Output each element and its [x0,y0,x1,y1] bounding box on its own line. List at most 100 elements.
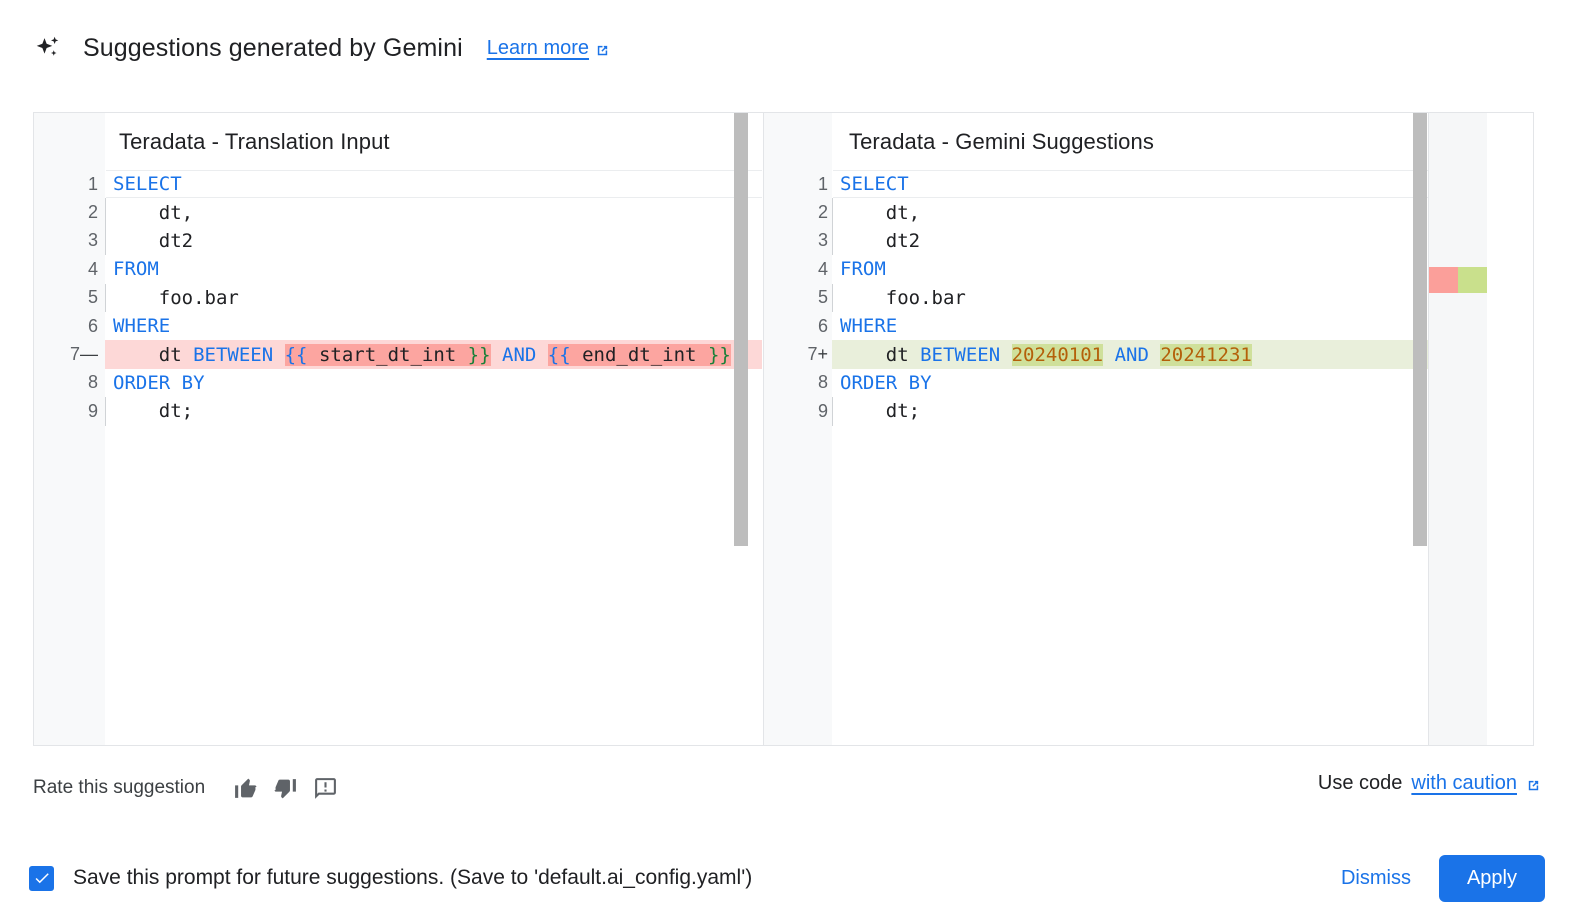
code-token: 20241231 [1160,343,1252,366]
code-line[interactable]: 3 dt2 [764,226,1487,256]
left-vertical-scrollbar[interactable] [734,113,748,546]
learn-more-link[interactable]: Learn more [487,37,610,60]
code-token [273,344,284,366]
apply-button[interactable]: Apply [1438,854,1545,902]
line-text: FROM [105,255,762,283]
right-vertical-scrollbar[interactable] [1413,113,1427,546]
line-text: SELECT [105,170,762,199]
line-text: foo.bar [832,283,1487,312]
code-line[interactable]: 5 foo.bar [764,283,1487,312]
line-number: 6 [817,315,828,336]
code-token: dt [113,343,194,366]
diff-sign: — [80,344,98,365]
code-line[interactable]: 1 SELECT [34,170,762,199]
line-number: 5 [817,287,828,308]
thumb-down-icon[interactable] [267,770,303,806]
code-line[interactable]: 2 dt, [34,198,762,227]
code-line[interactable]: 9 dt; [764,397,1487,426]
line-text: ORDER BY [832,369,1487,397]
code-token: ORDER BY [840,371,932,394]
code-line[interactable]: 2 dt, [764,198,1487,227]
line-number: 3 [817,230,828,251]
line-text: dt2 [105,226,762,256]
use-code-prefix: Use code [1317,772,1403,794]
code-token: end_dt_int [570,343,708,366]
code-token: 20240101 [1011,343,1104,366]
rate-label: Rate this suggestion [33,777,206,798]
right-pane-title: Teradata - Gemini Suggestions [849,128,1154,154]
ruler-mark-inserted [1458,267,1487,293]
code-line[interactable]: 9 dt; [34,397,762,426]
rate-suggestion-row: Rate this suggestion [33,768,347,808]
code-line[interactable]: 5 foo.bar [34,283,762,312]
code-token: SELECT [840,173,909,196]
code-token: start_dt_int [307,343,468,366]
line-number: 3 [87,230,98,251]
code-token [491,344,502,366]
line-number: 4 [817,258,828,279]
line-number: 9 [817,400,828,421]
code-line[interactable]: 6 WHERE [764,312,1487,340]
line-number: 7— [69,344,98,365]
line-number: 1 [87,173,98,194]
line-text: dt; [832,397,1487,426]
code-token: }} [707,343,731,366]
line-text: dt, [832,198,1487,227]
line-text: dt; [105,397,762,426]
line-text: ORDER BY [105,369,762,397]
line-text: dt, [105,198,762,227]
code-token [1103,344,1114,366]
diff-overview-ruler[interactable] [1428,113,1487,745]
with-caution-link[interactable]: with caution [1411,772,1517,794]
dismiss-button[interactable]: Dismiss [1319,857,1433,900]
use-code-notice: Use code with caution [1318,772,1541,795]
thumb-up-icon[interactable] [227,770,263,806]
code-token: BETWEEN [193,343,274,366]
report-feedback-icon[interactable] [307,770,343,806]
external-link-icon [1526,776,1541,791]
code-line[interactable]: 3 dt2 [34,226,762,256]
save-prompt-checkbox[interactable] [29,865,54,891]
line-number: 1 [817,173,828,194]
panel-header: Suggestions generated by Gemini Learn mo… [33,26,610,70]
code-line[interactable]: 1 SELECT [764,170,1487,199]
line-text: WHERE [832,312,1487,340]
ruler-mark-deleted [1429,267,1458,293]
code-token: }} [467,343,491,366]
line-number: 7+ [807,344,828,365]
code-token: AND [1114,343,1149,366]
code-token: WHERE [840,315,898,338]
code-line[interactable]: 7— dt BETWEEN {{ start_dt_int }} AND {{ … [34,340,762,369]
code-line[interactable]: 7+ dt BETWEEN 20240101 AND 20241231 [764,340,1487,369]
code-token [536,344,547,366]
line-number: 6 [87,315,98,336]
code-token: SELECT [113,173,182,196]
page-title: Suggestions generated by Gemini [83,33,463,62]
code-token: FROM [113,258,159,281]
external-link-icon [595,41,610,56]
code-token: foo.bar [840,286,966,309]
code-token [1000,344,1011,366]
bottom-action-bar: Save this prompt for future suggestions.… [0,838,1574,918]
code-token: dt2 [840,229,921,252]
line-text: SELECT [832,170,1487,199]
code-token: foo.bar [113,286,239,309]
line-text: foo.bar [105,283,762,312]
code-token: dt; [113,400,194,423]
line-number: 2 [87,202,98,223]
code-token: dt, [113,201,194,224]
left-pane-title: Teradata - Translation Input [119,128,390,154]
code-token: ORDER BY [113,371,205,394]
code-token: BETWEEN [920,343,1001,366]
